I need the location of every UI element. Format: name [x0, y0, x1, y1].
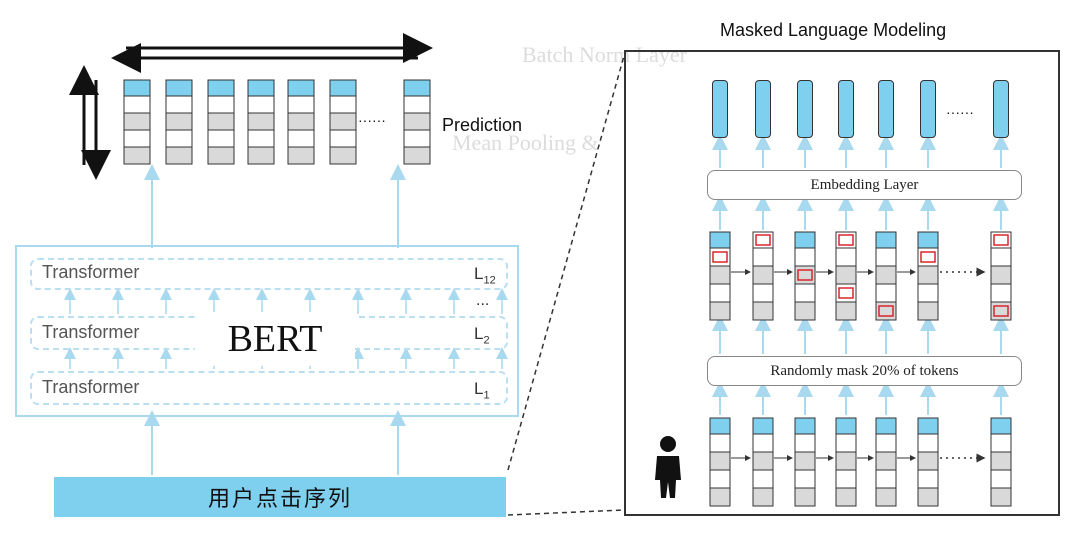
user-click-sequence-bar: 用户点击序列 — [54, 477, 506, 517]
transformer-layer-12 — [30, 258, 508, 290]
prediction-token-cell — [247, 129, 275, 148]
layer-ellipsis: ... — [476, 292, 490, 309]
masked-token-column-mask — [755, 234, 771, 246]
transformer-label-12: Transformer — [42, 262, 140, 282]
layer-tag-1: L1 — [474, 379, 490, 402]
prediction-token-cell — [403, 112, 431, 131]
masked-token-column-cell — [794, 301, 816, 321]
prediction-token-head — [165, 79, 193, 97]
output-cell — [797, 80, 813, 138]
input-token-column-cell — [990, 487, 1012, 507]
masked-token-column-mask — [712, 251, 728, 263]
prediction-ellipsis: ······ — [358, 112, 386, 128]
input-token-column-cell — [917, 487, 939, 507]
prediction-token-cell — [123, 129, 151, 148]
prediction-token-cell — [247, 146, 275, 165]
input-token-column-cell — [835, 487, 857, 507]
layer-tag-12: L12 — [474, 264, 496, 287]
prediction-token-cell — [247, 95, 275, 114]
prediction-token-cell — [403, 95, 431, 114]
random-mask-box: Randomly mask 20% of tokens — [707, 356, 1022, 386]
prediction-token-cell — [403, 146, 431, 165]
prediction-token-head — [247, 79, 275, 97]
prediction-token-cell — [165, 95, 193, 114]
mlm-title: Masked Language Modeling — [720, 20, 947, 40]
bert-outer-box — [15, 245, 519, 417]
prediction-token-cell — [165, 112, 193, 131]
prediction-token-cell — [207, 129, 235, 148]
prediction-token-cell — [165, 146, 193, 165]
prediction-label: Prediction — [442, 115, 523, 135]
ghost-text-batch-norm: Batch Norm Layer — [522, 42, 687, 67]
masked-token-column-cell — [752, 301, 774, 321]
masked-token-column-cell — [835, 301, 857, 321]
prediction-token-cell — [165, 129, 193, 148]
prediction-token-head — [207, 79, 235, 97]
prediction-token-head — [329, 79, 357, 97]
layer-tag-2: L2 — [474, 324, 490, 347]
prediction-token-head — [287, 79, 315, 97]
masked-token-column-mask — [838, 287, 854, 299]
output-cell — [838, 80, 854, 138]
transformer-layer-1 — [30, 371, 508, 405]
embedding-layer-box: Embedding Layer — [707, 170, 1022, 200]
prediction-token-cell — [207, 95, 235, 114]
output-cell — [755, 80, 771, 138]
prediction-token-cell — [287, 112, 315, 131]
zoom-connector-bottom — [507, 509, 625, 516]
ghost-text-mean-pooling: Mean Pooling & — [452, 130, 599, 155]
masked-token-column-mask — [920, 251, 936, 263]
mlm-panel — [624, 50, 1060, 516]
prediction-token-head — [403, 79, 431, 97]
prediction-token-cell — [287, 146, 315, 165]
prediction-token-cell — [329, 95, 357, 114]
prediction-token-cell — [123, 95, 151, 114]
masked-token-column-mask — [993, 234, 1009, 246]
prediction-token-cell — [123, 112, 151, 131]
user-icon-head — [660, 436, 676, 452]
masked-token-column-cell — [709, 301, 731, 321]
prediction-token-cell — [207, 112, 235, 131]
prediction-token-cell — [123, 146, 151, 165]
output-cell — [878, 80, 894, 138]
output-cell — [993, 80, 1009, 138]
user-icon-body — [655, 456, 681, 498]
prediction-token-cell — [329, 112, 357, 131]
prediction-token-cell — [207, 146, 235, 165]
prediction-token-cell — [329, 146, 357, 165]
bert-label: BERT — [195, 312, 355, 366]
input-token-column-cell — [875, 487, 897, 507]
masked-token-column-cell — [917, 301, 939, 321]
masked-token-column-mask — [878, 305, 894, 317]
masked-token-column-mask — [838, 234, 854, 246]
prediction-token-cell — [287, 129, 315, 148]
input-token-column-cell — [752, 487, 774, 507]
transformer-label-2: Transformer — [42, 322, 140, 342]
output-cell — [712, 80, 728, 138]
prediction-token-cell — [287, 95, 315, 114]
input-token-column-cell — [794, 487, 816, 507]
prediction-token-head — [123, 79, 151, 97]
output-ellipsis: ······ — [946, 104, 974, 120]
prediction-token-cell — [403, 129, 431, 148]
output-cell — [920, 80, 936, 138]
prediction-token-cell — [247, 112, 275, 131]
zoom-connector-top — [507, 55, 625, 471]
masked-token-column-mask — [993, 305, 1009, 317]
masked-token-column-mask — [797, 269, 813, 281]
input-token-column-cell — [709, 487, 731, 507]
prediction-token-cell — [329, 129, 357, 148]
transformer-label-1: Transformer — [42, 377, 140, 397]
